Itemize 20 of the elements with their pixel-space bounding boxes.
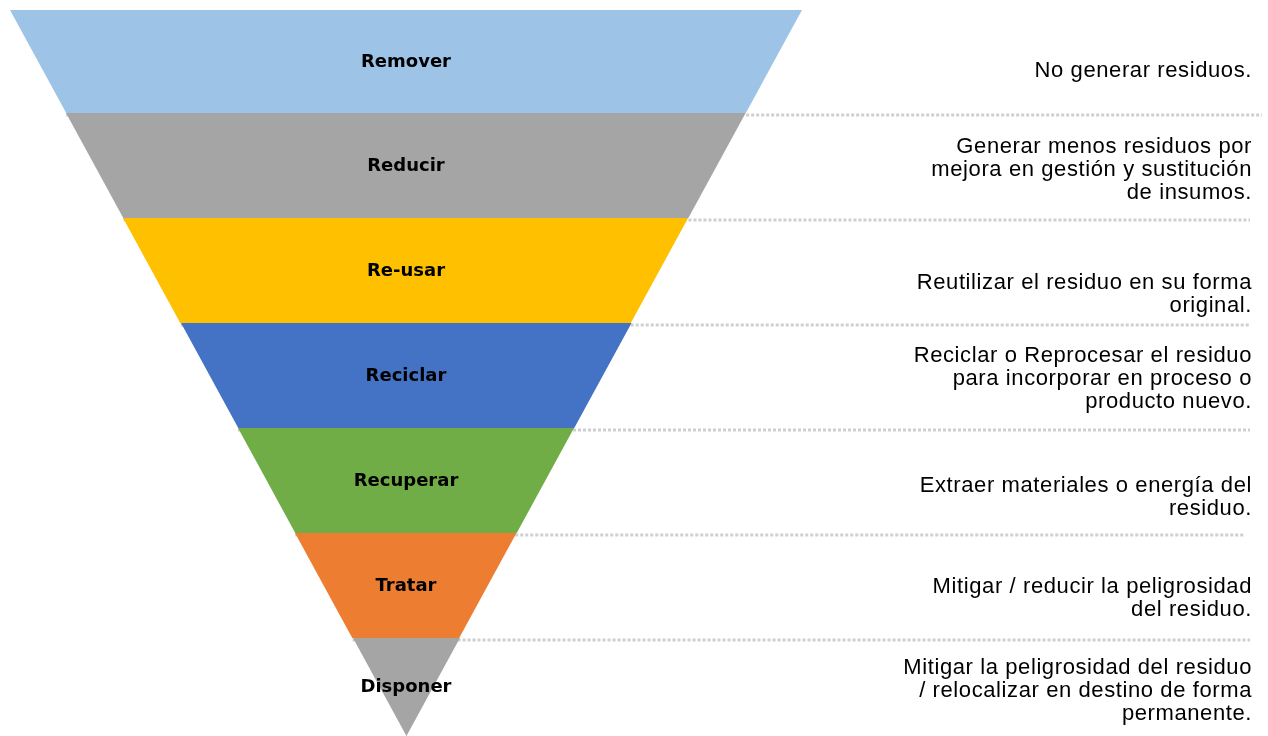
funnel-band — [10, 10, 802, 113]
band-label: Recuperar — [353, 468, 459, 490]
description-text: Reciclar o Reprocesar el residuo para incorporar en proceso o producto nuevo. — [912, 343, 1252, 412]
band-label: Tratar — [375, 573, 437, 595]
funnel-band — [123, 218, 689, 323]
band-label: Re-usar — [366, 258, 446, 280]
description-text: Mitigar / reducir la peligrosidad del residuo. — [931, 574, 1252, 620]
band-label: Reciclar — [365, 363, 447, 385]
funnel-band — [180, 323, 632, 428]
funnel-band — [66, 113, 746, 218]
band-label: Disponer — [360, 675, 452, 696]
band-label: Reducir — [367, 153, 445, 175]
description-text: No generar residuos. — [1033, 58, 1252, 81]
description-text: Mitigar la peligrosidad del residuo / relocalizar en destino de forma permanente. — [902, 655, 1252, 724]
description-text: Reutilizar el residuo en su forma original. — [915, 270, 1252, 316]
description-text: Generar menos residuos por mejora en gestión y sustitución de insumos. — [930, 134, 1252, 203]
description-text: Extraer materiales o energía del residuo. — [918, 473, 1252, 519]
band-label: Remover — [361, 49, 451, 71]
funnel-band — [238, 428, 574, 533]
funnel-band — [295, 533, 517, 638]
